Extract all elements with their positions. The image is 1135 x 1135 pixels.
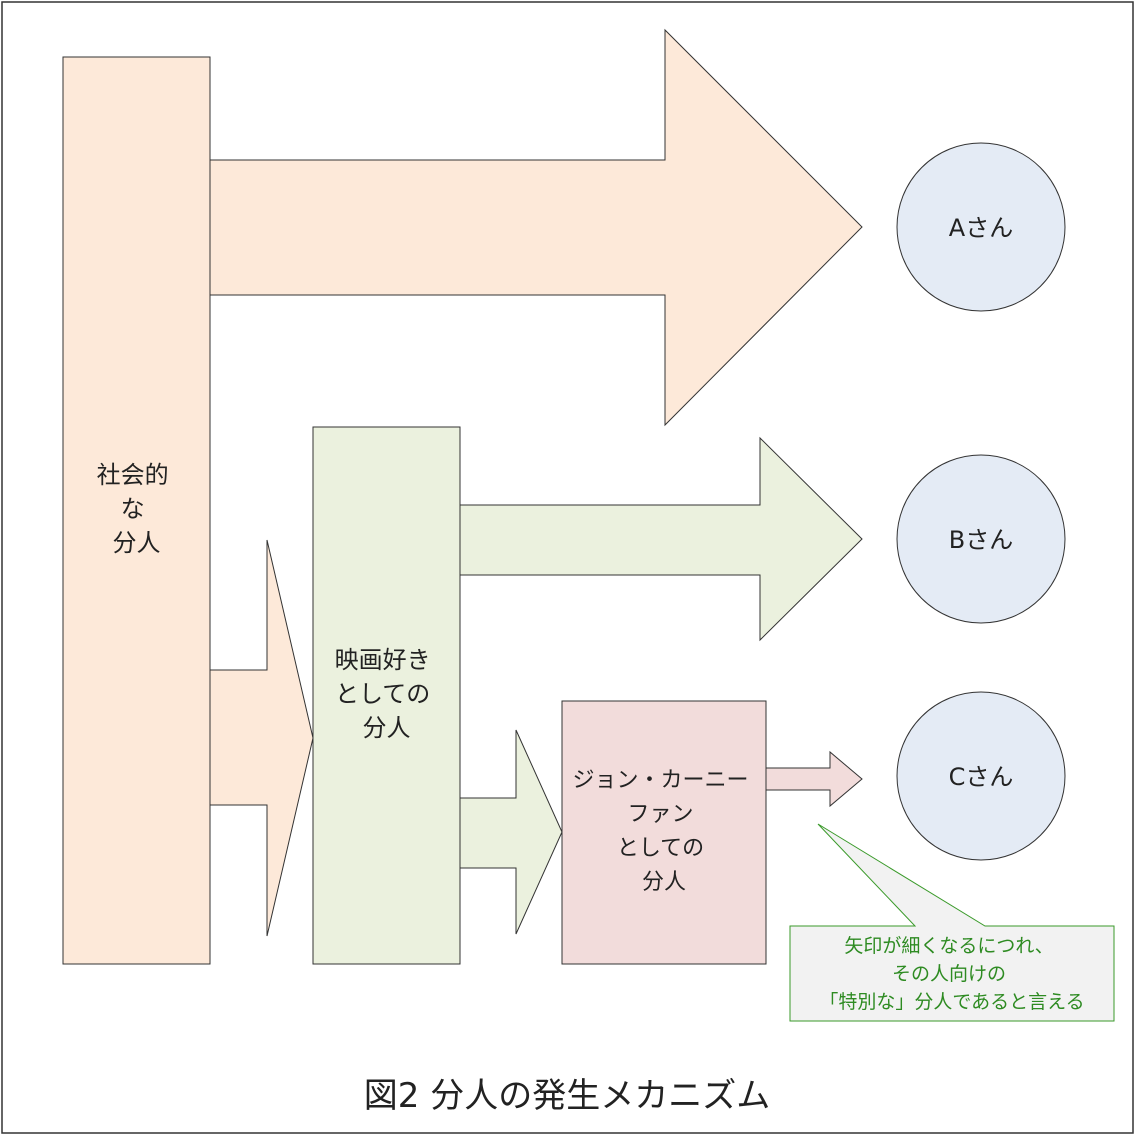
- figure-caption: 図2 分人の発生メカニズム: [364, 1076, 770, 1116]
- arrow-social-to-movie: [209, 539, 314, 937]
- john-label-line: としての: [617, 836, 704, 861]
- social-bunjin-box: [62, 56, 211, 965]
- arrow-john-to-c: [765, 750, 863, 808]
- person-c-label: Cさん: [949, 763, 1014, 791]
- john-label-line: ファン: [627, 802, 693, 827]
- callout-line: 「特別な」分人であると言える: [819, 991, 1084, 1013]
- arrow-movie-to-b: [459, 436, 863, 642]
- movie-label-line: 映画好き: [335, 646, 431, 674]
- movie-bunjin-label: 映画好き としての 分人: [335, 646, 439, 742]
- movie-label-line: としての: [335, 680, 430, 708]
- person-c-circle: [896, 691, 1066, 861]
- person-a-label: Aさん: [949, 214, 1013, 242]
- social-label-line: な: [121, 495, 145, 523]
- arrow-social-to-a: [209, 28, 863, 427]
- person-b-circle: [896, 454, 1066, 624]
- callout-bubble: [789, 823, 1115, 1022]
- john-carney-bunjin-label: ジョン・カーニー ファン としての 分人: [572, 768, 755, 895]
- social-bunjin-label: 社会的 な 分人: [97, 461, 177, 557]
- person-b-label: Bさん: [949, 526, 1013, 554]
- arrow-movie-to-john: [459, 729, 563, 935]
- callout-text: 矢印が細くなるにつれ、 その人向けの 「特別な」分人であると言える: [819, 935, 1084, 1013]
- movie-bunjin-box: [312, 426, 461, 965]
- social-label-line: 社会的: [97, 461, 169, 489]
- john-label-line: ジョン・カーニー: [572, 768, 748, 793]
- callout-line: 矢印が細くなるにつれ、: [844, 935, 1053, 957]
- callout-line: その人向けの: [892, 963, 1006, 985]
- person-a-circle: [896, 142, 1066, 312]
- social-label-line: 分人: [113, 529, 161, 557]
- john-label-line: 分人: [642, 870, 686, 895]
- movie-label-line: 分人: [363, 714, 411, 742]
- john-carney-bunjin-box: [561, 700, 767, 965]
